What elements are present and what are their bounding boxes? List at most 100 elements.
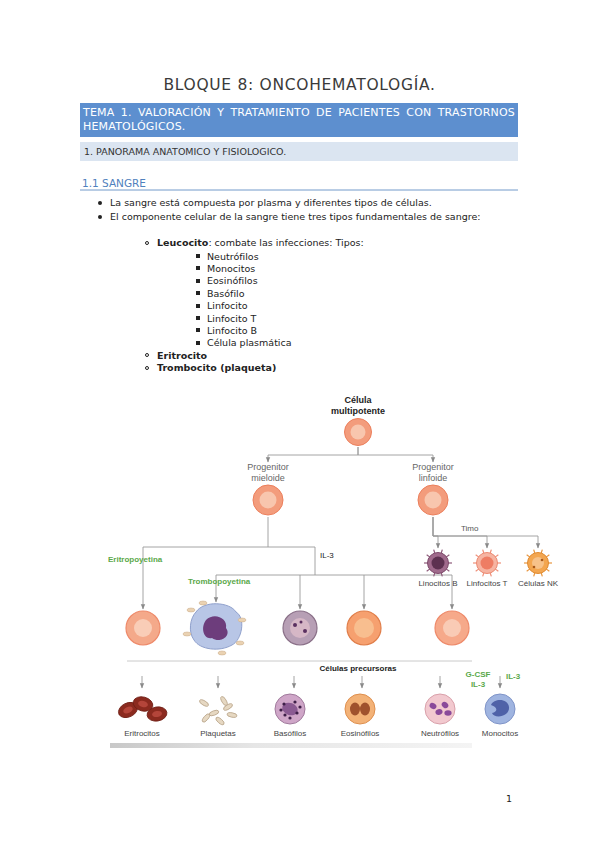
- text-line: Neutrófilos: [207, 250, 259, 263]
- platelet: [215, 716, 225, 726]
- bullet-marker: [145, 366, 149, 370]
- cell-shape: [345, 694, 375, 724]
- cell-nucleus: [350, 703, 360, 716]
- text-line: La sangre está compuesta por plasma y di…: [110, 196, 518, 209]
- text-label: Linfocito: [207, 300, 248, 311]
- text-label: Linfocito B: [207, 325, 257, 336]
- red-cell-center: [137, 700, 148, 708]
- cell-nucleus: [351, 425, 366, 440]
- branch-connector: [433, 517, 487, 548]
- bullet-marker: [196, 341, 200, 345]
- cell-granule: [295, 711, 298, 714]
- shape-path: [203, 616, 228, 640]
- text-line: Eritrocito: [157, 349, 207, 362]
- cell-shape: [425, 694, 455, 724]
- separator-rule: [127, 661, 472, 662]
- text-label: Célula plasmática: [207, 337, 292, 348]
- text-line: Trombocito (plaqueta): [157, 361, 276, 374]
- cell-label: Basófilos: [262, 729, 318, 739]
- cell-text-group: Progenitor linfoide: [393, 462, 473, 483]
- cell-shape: [477, 553, 498, 574]
- cell-shape: [354, 618, 374, 638]
- cell-part: [238, 618, 246, 622]
- cell-node: Neutrófilos: [412, 690, 468, 740]
- cell-label: Eosinófilos: [332, 729, 388, 739]
- red-cell: [146, 705, 168, 722]
- cell-shape: [347, 611, 381, 645]
- cell-nucleus: [435, 708, 444, 716]
- cell-nucleus: [440, 701, 449, 710]
- text-line: 1: [506, 792, 512, 805]
- edge-label: Timo: [461, 524, 478, 533]
- cell-illustration: [190, 690, 246, 728]
- branch-connector: [433, 517, 438, 548]
- cell-shape: [418, 485, 448, 515]
- cell-node: Células NK: [512, 548, 564, 592]
- cell-illustration: [412, 548, 464, 578]
- text-label: 1.1 SANGRE: [82, 177, 146, 189]
- myeloid-precursor: [435, 611, 469, 645]
- cell-text-group: Basófilos: [252, 729, 328, 739]
- cell-node: Monocitos: [472, 690, 528, 740]
- section-band: 1. PANORAMA ANATOMICO Y FISIOLOGICO.: [80, 142, 518, 161]
- text-label: Trombocito (plaqueta): [157, 362, 276, 373]
- text-label: G-CSF IL-3: [466, 670, 491, 689]
- cell-text-group: Linfocitos T: [451, 579, 523, 589]
- text-label: Basófilo: [207, 288, 245, 299]
- shape-path: [440, 676, 441, 688]
- bullet-marker: [196, 266, 200, 270]
- cell-nucleus: [432, 557, 445, 570]
- text-label: IL-3: [320, 551, 334, 560]
- cell-text-group: Monocitos: [462, 729, 538, 739]
- text-line: Linfocito B: [207, 324, 257, 337]
- cell-illustration: [332, 690, 388, 728]
- tree-line: [216, 575, 452, 576]
- cell-text-group: Eritrocitos: [102, 729, 182, 739]
- erythroid-precursor: [126, 611, 160, 645]
- bullet-marker: [145, 241, 149, 245]
- tree-arrow: [364, 575, 365, 609]
- cell-nucleus: [532, 557, 544, 569]
- cell-shape: [435, 611, 469, 645]
- cell-nucleus: [280, 701, 299, 718]
- cell-granule: [288, 716, 291, 719]
- tree-arrow: [300, 575, 301, 609]
- cell-label: Célula multipotente: [326, 395, 390, 416]
- cell-nucleus: [444, 710, 451, 716]
- cell-illustration: [512, 548, 564, 578]
- cell-node: Plaquetas: [190, 690, 246, 740]
- cell-granule: [541, 559, 544, 562]
- cell-illustration: [326, 417, 390, 447]
- cell-node: Eosinófilos: [332, 690, 388, 740]
- text-label: Trombopoyetina: [188, 577, 250, 586]
- cell-nucleus: [425, 492, 442, 509]
- precursor-arrows: [142, 676, 500, 688]
- shape-path: [190, 604, 241, 649]
- cell-illustration: [262, 690, 318, 728]
- cell-text-group: Linocitos B: [402, 579, 474, 589]
- cell-illustration: [472, 690, 528, 728]
- cell-part: [183, 632, 191, 636]
- text-line: Linfocito: [207, 299, 248, 312]
- cell-shape: [485, 694, 515, 724]
- text-label: Eosinófilos: [207, 275, 258, 286]
- cell-nucleus: [481, 557, 494, 570]
- tree-line: [315, 547, 316, 575]
- cell-granule: [533, 566, 536, 569]
- cell-illustration: [412, 690, 468, 728]
- shape-path: [142, 676, 143, 688]
- text-label: Eritrocito: [157, 350, 207, 361]
- text-line: Trombopoyetina: [188, 577, 250, 587]
- shape-path: [500, 676, 501, 688]
- megakaryocyte: [183, 601, 246, 655]
- cell-text-group: Neutrófilos: [402, 729, 478, 739]
- bullet-marker: [196, 316, 200, 320]
- cell-text-group: Plaquetas: [180, 729, 256, 739]
- cell-text-group: Células NK: [502, 579, 574, 589]
- platelet: [199, 699, 210, 708]
- cell-shape: [345, 419, 372, 446]
- text-line: Célula plasmática: [207, 336, 292, 349]
- text-label: Linfocito T: [207, 313, 256, 324]
- cell-shape: [275, 694, 305, 724]
